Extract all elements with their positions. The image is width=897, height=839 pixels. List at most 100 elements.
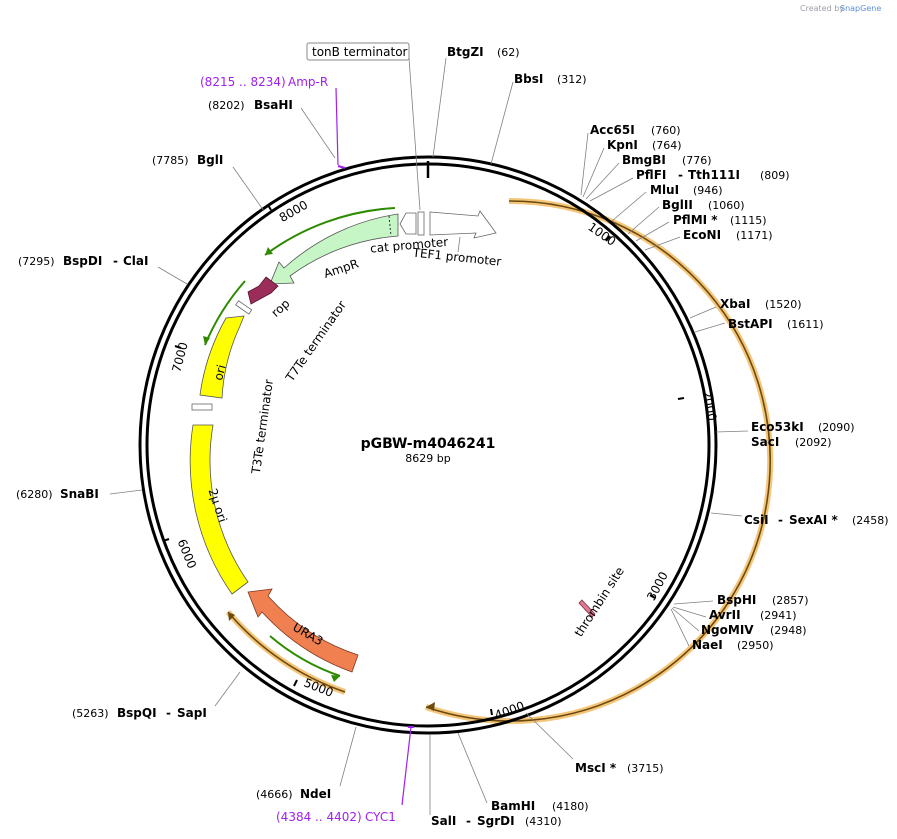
rop-arrow [247,276,279,305]
cyc1-primer-name: CYC1 [365,810,396,824]
enzyme-leaders [109,57,749,815]
site-bsahi-name: BsaHI [254,98,293,112]
site-acc65i-name: Acc65I [590,123,635,137]
tick-label-2000: 2000 [699,389,719,422]
site-bamhi-pos: (4180) [552,800,589,813]
amp-r-primer-mark [337,165,346,169]
site-saci-pos: (2092) [795,436,832,449]
site-mlui-name: MluI [650,183,679,197]
site-sgrdi-name: SgrDI [477,814,515,828]
plasmid-length: 8629 bp [405,452,450,465]
tef1-leader [457,236,461,253]
site-csii-pos: (2458) [852,514,889,527]
site-bgli-pos: (7785) [152,154,189,167]
plasmid-name: pGBW-m4046241 [361,436,496,452]
ampr-label: AmpR [322,256,360,280]
site-bspqi-pos: (5263) [72,707,109,720]
scale-ticks [162,204,685,716]
t3te-terminator-label: T3Te terminator [249,378,276,475]
site-acc65i-pos: (760) [651,124,681,137]
amp-r-primer-range: (8215 .. 8234) [200,75,286,89]
orf-arc [425,200,771,722]
site-eco53ki-name: Eco53kI [751,420,804,434]
site-btgzi-pos: (62) [497,46,520,59]
site-econi-pos: (1171) [736,229,773,242]
site-sali-pos: (4310) [525,815,562,828]
ori-label: ori [211,363,229,382]
site-clai-name: ClaI [123,254,148,268]
site-pflfi-dash: - [678,168,683,182]
tef1-promoter-label: TEF1 promoter [411,245,502,268]
site-bspdi-name: BspDI [63,254,102,268]
tonb-terminator-label-box [306,42,410,61]
site-bmgbi-name: BmgBI [622,153,666,167]
site-pflfi-pos: (809) [760,169,790,182]
site-naei-name: NaeI [692,638,723,652]
amp-r-primer-name: Amp-R [288,75,328,89]
site-bmgbi-pos: (776) [682,154,712,167]
site-sexai-name: SexAI * [789,513,838,527]
amp-r-primer-line [335,87,339,166]
site-bstapi-pos: (1611) [787,318,824,331]
site-avrii-pos: (2941) [760,609,797,622]
site-eco53ki-pos: (2090) [818,421,855,434]
ori-arrow [199,315,245,399]
cat-promoter-arrow [399,212,417,235]
site-naei-pos: (2950) [737,639,774,652]
site-bspdi-dash: - [113,254,118,268]
site-csii-dash: - [778,513,783,527]
site-xbai-name: XbaI [720,297,750,311]
site-msci-name: MscI * [575,761,617,775]
site-bspdi-pos: (7295) [18,255,55,268]
site-bsahi-pos: (8202) [208,99,245,112]
site-saci-name: SacI [751,435,779,449]
tef1-promoter-arrow [429,210,497,239]
site-econi-name: EcoNI [683,228,721,242]
site-sali-name: SalI [431,814,456,828]
site-ngomiv-pos: (2948) [770,624,807,637]
ampr-dotted-mark [388,215,392,237]
site-avrii-name: AvrII [709,608,741,622]
ura3-orf-arc [227,611,346,693]
site-csii-name: CsiI [744,513,769,527]
cat-promoter-label: cat promoter [370,235,449,256]
tick-label-8000: 8000 [277,198,310,225]
tick-label-6000: 6000 [175,537,199,571]
ampr-orf-arrowhead [265,247,273,255]
site-bglii-name: BglII [662,198,693,212]
site-bsphi-name: BspHI [717,593,756,607]
site-snabi-pos: (6280) [16,488,53,501]
tick-label-7000: 7000 [169,341,190,374]
thrombin-site-marker [578,599,596,618]
site-msci-pos: (3715) [627,762,664,775]
site-pflfi-name: PflFI [636,168,666,182]
site-sali-dash: - [466,814,471,828]
ampr-orf-line [264,207,396,256]
site-bbsi-name: BbsI [514,72,543,86]
ura3-green-orf [269,635,341,677]
tick-label-3000: 3000 [644,569,671,603]
backbone-outer [138,155,718,735]
site-btgzi-name: BtgZI [447,45,484,59]
site-pflmi-pos: (1115) [730,214,767,227]
site-kpni-name: KpnI [607,138,638,152]
site-bgli-name: BglI [197,153,223,167]
ura3-green-orf-arrowhead [331,675,340,682]
credit-prefix: Created by [800,4,844,13]
cyc1-primer-line [401,726,412,806]
t7te-terminator-box [235,300,253,315]
site-bbsi-pos: (312) [557,73,587,86]
rop-label: rop [269,296,293,320]
credit-brand: SnapGene [840,4,881,13]
site-bsphi-pos: (2857) [772,594,809,607]
tick-label-5000: 5000 [302,676,336,700]
site-ngomiv-name: NgoMIV [701,623,754,637]
rop-orf-arrowhead [203,336,210,345]
two-micron-ori [189,424,249,595]
tonb-terminator-label: tonB terminator [312,45,408,59]
site-bamhi-name: BamHI [491,799,535,813]
site-tth111i-name: Tth111I [688,168,740,182]
tonb-terminator-box [417,211,425,236]
site-bglii-pos: (1060) [708,199,745,212]
site-ndei-pos: (4666) [256,788,293,801]
